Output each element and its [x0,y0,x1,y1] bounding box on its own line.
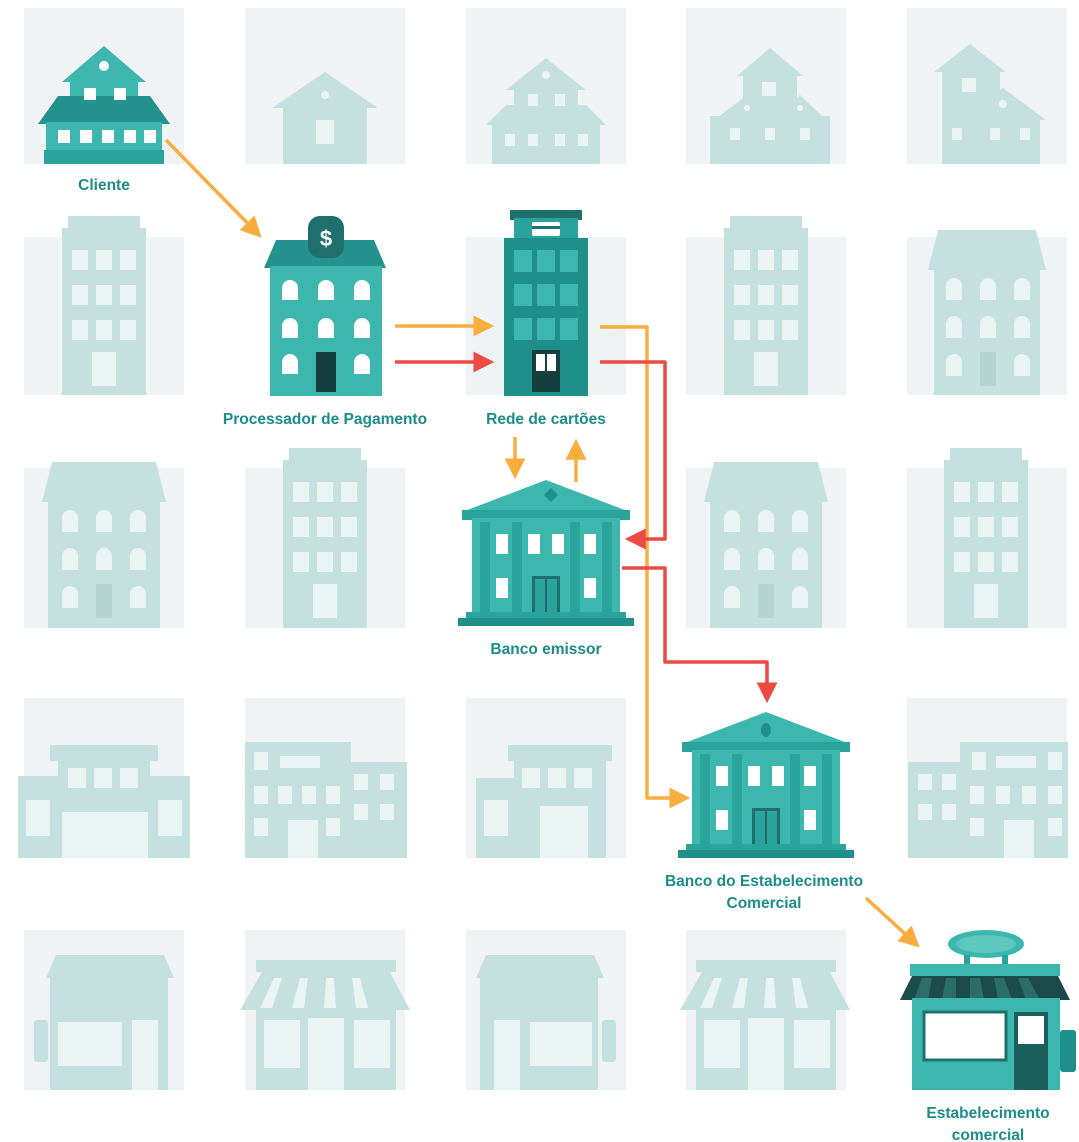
faded-tower-icon [724,216,808,395]
arrow-cliente-to-processor [166,140,258,234]
faded-apartment-icon [704,462,828,628]
arrow-merchant-bank-to-shop [866,898,916,944]
merchant-bank-building-icon [678,712,854,858]
faded-tower-icon [944,448,1028,628]
faded-shop-icon [34,955,174,1090]
card-network-tower-icon [504,210,588,396]
cliente-label: Cliente [78,177,130,194]
merchant-label-line2: comercial [952,1127,1024,1142]
faded-awning-shop-icon [680,960,850,1090]
processor-label: Processador de Pagamento [223,411,427,428]
card-network-label: Rede de cartões [486,411,606,428]
faded-awning-shop-icon [240,960,410,1090]
faded-tower-icon [62,216,146,395]
merchant-label-line1: Estabelecimento [926,1105,1049,1122]
faded-apartment-icon [928,230,1046,395]
faded-shop-icon [476,955,616,1090]
payment-processor-building-icon: $ [264,216,386,396]
issuing-bank-building-icon [458,480,634,626]
dollar-sign-icon: $ [320,226,332,251]
merchant-shop-icon [900,930,1076,1090]
merchant-bank-label-line1: Banco do Estabelecimento [665,873,863,890]
faded-apartment-icon [42,462,166,628]
issuing-bank-label: Banco emissor [490,641,601,658]
faded-tower-icon [283,448,367,628]
merchant-bank-label-line2: Comercial [727,895,802,912]
